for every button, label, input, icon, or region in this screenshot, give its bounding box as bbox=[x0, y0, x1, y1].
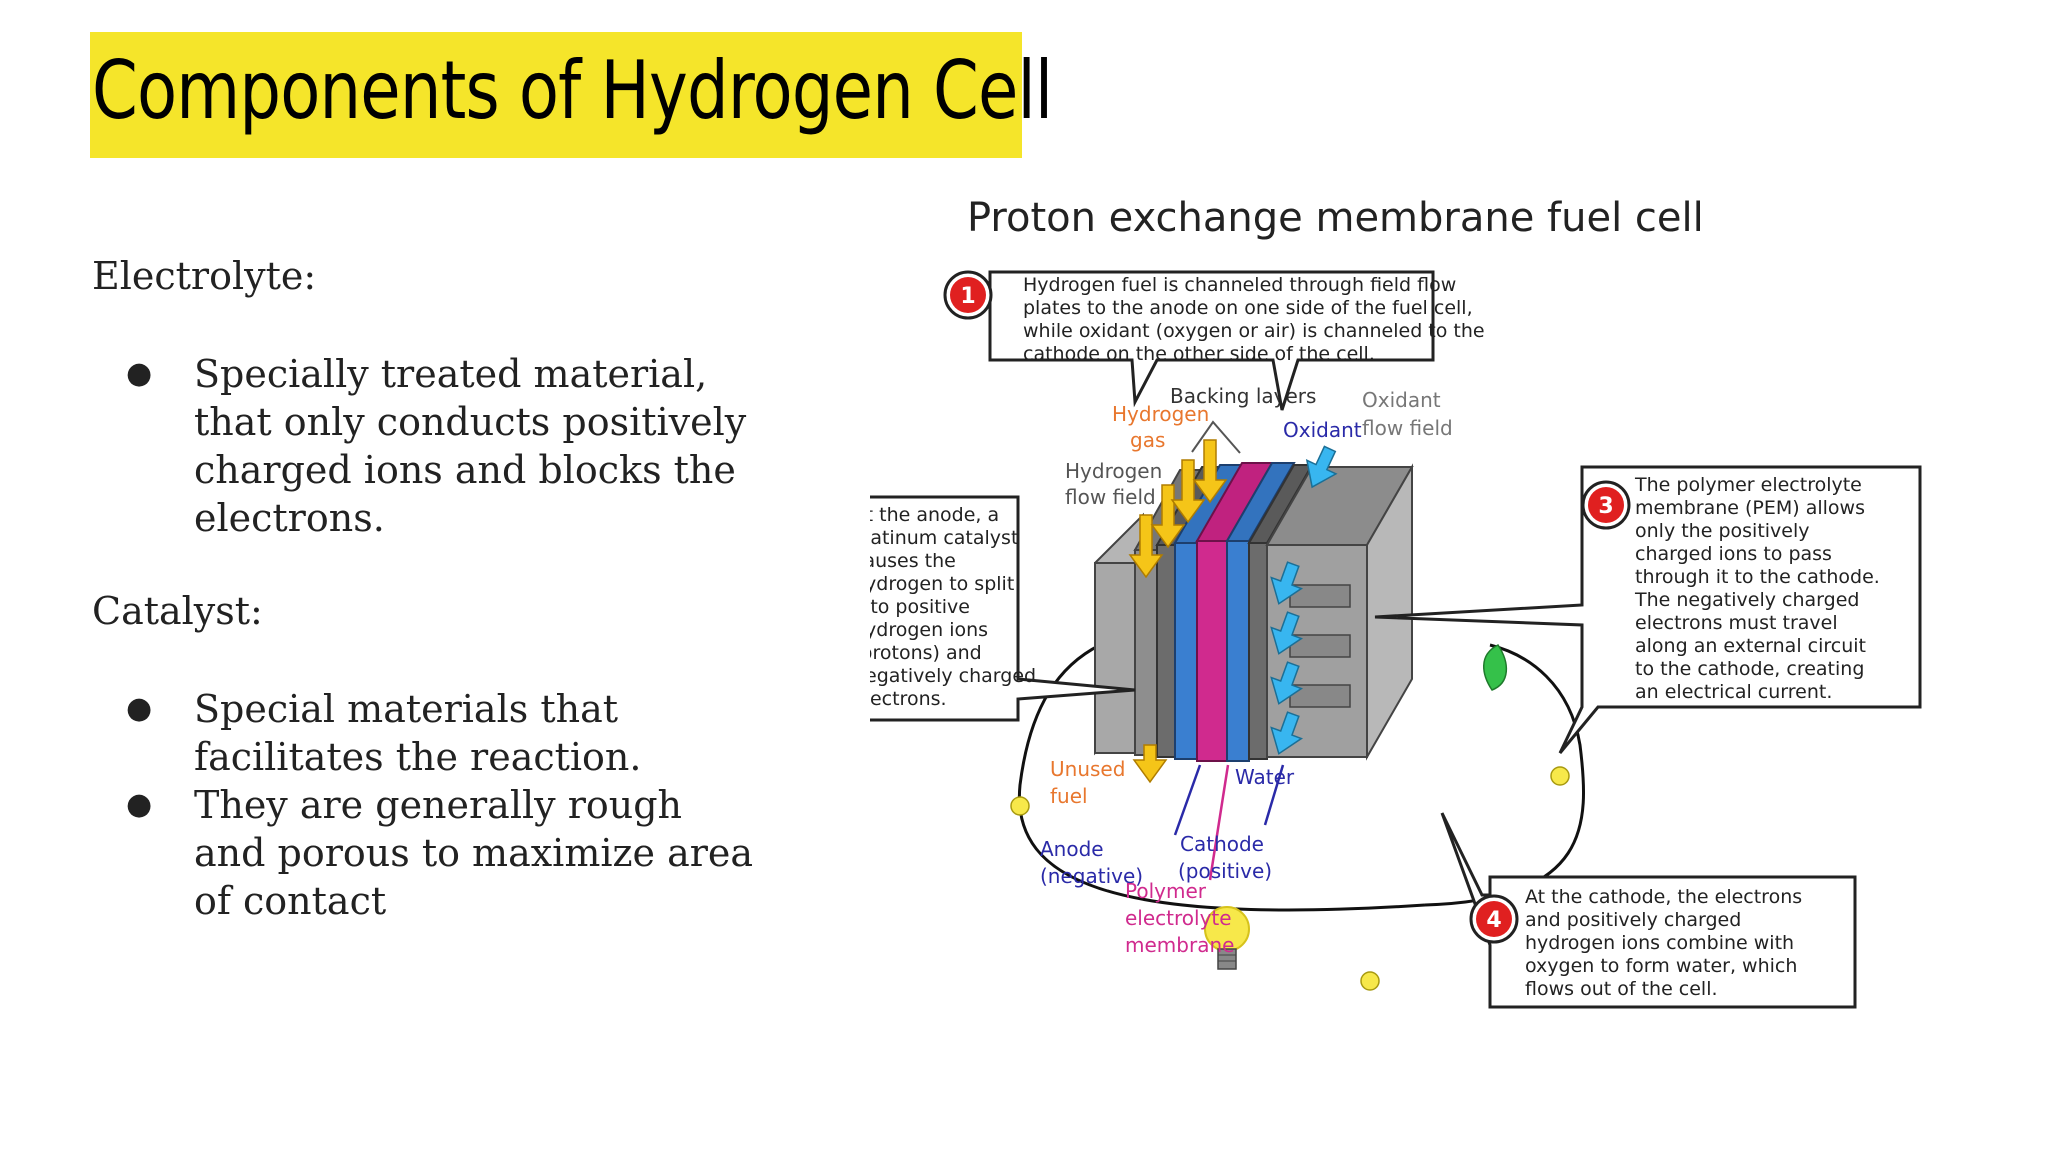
catalyst-list: ● Special materials that facilitates the… bbox=[120, 685, 760, 925]
water-arrow bbox=[1270, 561, 1304, 605]
callout-text: At the cathode, the electrons and positi… bbox=[1525, 886, 1808, 1000]
bullet-icon: ● bbox=[126, 356, 153, 391]
callout-bubble bbox=[1440, 812, 1857, 1009]
bullet-icon: ● bbox=[126, 787, 153, 822]
label-leaders bbox=[1173, 764, 1285, 836]
oxidant-label: Oxidant bbox=[1283, 418, 1362, 442]
cathode-label: Cathode(positive) bbox=[1178, 832, 1272, 883]
electrolyte-heading: Electrolyte: bbox=[92, 254, 317, 298]
hydrogen-arrow bbox=[1170, 459, 1206, 524]
callout-number: 4 bbox=[1486, 908, 1501, 933]
callout-text: At the anode, a platinum catalyst causes… bbox=[870, 504, 1042, 710]
oxidant-flow-plate-side bbox=[1366, 463, 1413, 761]
callout-number: 1 bbox=[960, 284, 975, 309]
catalyst-heading: Catalyst: bbox=[92, 589, 263, 633]
fuel-cell-svg: Proton exchange membrane fuel cell bbox=[805, 195, 1922, 1009]
callout-badge bbox=[1588, 487, 1624, 523]
callout-1: 1 Hydrogen fuel is channeled through fie… bbox=[943, 270, 1491, 411]
callout-3: 3 The polymer electrolyte membrane (PEM)… bbox=[1374, 465, 1922, 754]
list-item: ● Specially treated material, that only … bbox=[120, 350, 760, 542]
callout-badge bbox=[1476, 901, 1512, 937]
backing-layers-label: Backing layers bbox=[1170, 384, 1316, 408]
anode-label: Anode(negative) bbox=[1040, 837, 1143, 888]
hydrogen-flow-plate bbox=[1134, 549, 1158, 756]
cathode-electrode bbox=[1226, 540, 1250, 762]
anode-electrode bbox=[1174, 542, 1198, 760]
callout-bubble bbox=[1374, 465, 1922, 754]
unused-fuel-arrow bbox=[1132, 744, 1168, 784]
water-arrow bbox=[1270, 611, 1304, 655]
slide-title: Components of Hydrogen Cell bbox=[92, 44, 1053, 137]
callout-bubble bbox=[988, 270, 1435, 411]
hydrogen-flow-arrows bbox=[1128, 439, 1228, 784]
backing-bracket bbox=[1191, 420, 1241, 454]
list-item-text: Specially treated material, that only co… bbox=[194, 352, 747, 540]
backing-layer-anode bbox=[1156, 544, 1176, 758]
electrolyte-list: ● Specially treated material, that only … bbox=[120, 350, 760, 542]
callout-text: The polymer electrolyte membrane (PEM) a… bbox=[1634, 474, 1886, 703]
diagram-title: Proton exchange membrane fuel cell bbox=[967, 195, 1704, 241]
oxidant-arrow bbox=[1305, 445, 1338, 489]
fuel-cell-diagram: Proton exchange membrane fuel cell bbox=[805, 185, 1930, 1025]
bullet-icon: ● bbox=[126, 691, 153, 726]
electron-icon bbox=[1550, 766, 1570, 786]
hydrogen-arrow bbox=[1150, 484, 1186, 549]
list-item: ● Special materials that facilitates the… bbox=[120, 685, 760, 781]
hydrogen-arrow bbox=[1192, 439, 1228, 504]
list-item: ● They are generally rough and porous to… bbox=[120, 781, 760, 925]
title-highlight bbox=[90, 32, 1022, 158]
callout-4: 4 At the cathode, the electrons and posi… bbox=[1440, 812, 1857, 1009]
lightbulb-icon bbox=[1204, 906, 1250, 970]
membrane bbox=[1196, 540, 1228, 762]
electron-markers bbox=[1010, 766, 1570, 991]
oxidant-flow-arrows bbox=[1270, 445, 1338, 755]
callout-badge bbox=[950, 277, 986, 313]
fuel-cell-stack bbox=[1094, 462, 1414, 762]
end-plate-left bbox=[1094, 562, 1136, 754]
membrane-leader bbox=[1208, 764, 1230, 881]
electron-icon bbox=[1010, 796, 1030, 816]
water-arrow bbox=[1270, 661, 1304, 705]
callout-number: 3 bbox=[1598, 494, 1613, 519]
water-arrow bbox=[1270, 711, 1304, 755]
cathode-electrode-top bbox=[1225, 462, 1296, 542]
water-label: Water bbox=[1235, 765, 1295, 789]
callout-2: 2 At the anode, a platinum catalyst caus… bbox=[805, 495, 1136, 722]
leaf-icon bbox=[1483, 644, 1507, 691]
electron-icon bbox=[1360, 971, 1380, 991]
backing-layer-cathode bbox=[1248, 542, 1268, 760]
callout-text: Hydrogen fuel is channeled through field… bbox=[1023, 274, 1491, 365]
list-item-text: Special materials that facilitates the r… bbox=[194, 687, 642, 779]
hydrogen-arrow bbox=[1128, 514, 1164, 579]
leader-line bbox=[1173, 764, 1202, 836]
leader-line bbox=[1263, 764, 1285, 826]
list-item-text: They are generally rough and porous to m… bbox=[194, 783, 754, 923]
